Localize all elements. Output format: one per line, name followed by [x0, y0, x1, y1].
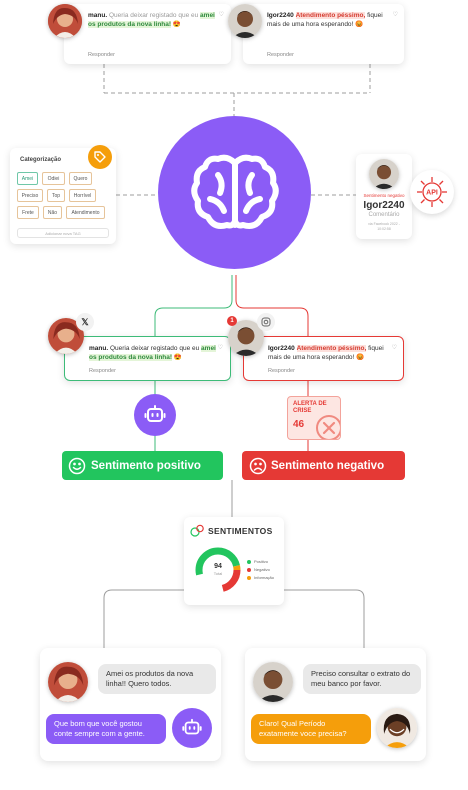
positive-sentiment-pill: Sentimento positivo [62, 451, 223, 480]
brain-icon [190, 154, 279, 229]
incoming-message-bubble: Preciso consultar o extrato do meu banco… [303, 664, 421, 694]
sentiments-donut [195, 547, 241, 593]
add-tag-input[interactable]: Adicionar nova TAG [17, 228, 109, 238]
legend-item: Positivo [247, 559, 268, 564]
tag-chip[interactable]: Quero [69, 172, 92, 185]
outgoing-message-bubble: Claro! Qual Período exatamente voce prec… [251, 714, 371, 744]
sentiment-chat-icon [190, 524, 204, 537]
mid-right-comment-card: Igor2240 Atendimento péssimo, fiquei mai… [243, 336, 404, 381]
instagram-icon [257, 313, 275, 331]
sentiments-total-label: Total [213, 571, 223, 576]
tag-chip[interactable]: Frete [17, 206, 39, 219]
heart-icon[interactable]: ♡ [217, 345, 223, 351]
profile-name: Igor2240 [363, 200, 405, 211]
tag-chip[interactable]: Não [43, 206, 62, 219]
reply-link[interactable]: Responder [268, 368, 295, 374]
right-chat-card: Preciso consultar o extrato do meu banco… [245, 648, 426, 761]
x-twitter-icon: 𝕏 [76, 313, 94, 331]
comment-text: Igor2240 Atendimento péssimo, fiquei mai… [268, 345, 384, 361]
top-right-comment-card: Igor2240 Atendimento péssimo, fiquei mai… [243, 4, 404, 64]
profile-meta: via Facebook 2022 - 10:02:58 [368, 222, 400, 231]
profile-role: Comentário [368, 212, 400, 218]
avatar-manu [48, 4, 82, 38]
comment-text: manu. Queria deixar registado que eu ame… [88, 12, 215, 28]
crisis-label: ALERTA DE CRISE [293, 401, 327, 414]
tag-chip[interactable]: Preciso [17, 189, 43, 202]
reply-link[interactable]: Responder [89, 368, 116, 374]
tag-chip[interactable]: Odiei [42, 172, 65, 185]
agent-avatar [377, 708, 417, 748]
robot-icon [144, 405, 166, 422]
comment-text: manu. Queria deixar registado que eu ame… [89, 345, 216, 361]
notification-badge: 1 [227, 316, 237, 326]
ai-brain-node [158, 116, 311, 269]
crisis-x-icon [316, 415, 340, 439]
heart-icon[interactable]: ♡ [391, 345, 397, 351]
reply-link[interactable]: Responder [88, 52, 115, 58]
sentiments-title: SENTIMENTOS [208, 526, 273, 536]
top-left-comment-card: manu. Queria deixar registado que eu ame… [64, 4, 231, 64]
profile-sentiment-label: Sentimento negativo [363, 193, 405, 198]
legend-item: Negativo [247, 567, 270, 572]
comment-text: Igor2240 Atendimento péssimo, fiquei mai… [267, 12, 383, 28]
tag-chip[interactable]: Top [47, 189, 65, 202]
sentiments-card: SENTIMENTOS 94 Total Positivo Negativo I… [184, 517, 284, 605]
categorization-card: Categorização Amei Odiei Quero Preciso T… [10, 148, 116, 244]
bot-avatar [172, 708, 212, 748]
avatar-igor [369, 159, 399, 189]
negative-sentiment-label: Sentimento negativo [271, 459, 385, 472]
incoming-message-bubble: Amei os produtos da nova linha!! Quero t… [98, 664, 216, 694]
sentiments-total: 94 [214, 563, 222, 570]
tag-chip[interactable]: Amei [17, 172, 38, 185]
crisis-alert-card: ALERTA DE CRISE 46 [287, 396, 341, 440]
robot-icon [182, 718, 202, 735]
legend-item: Informação [247, 575, 274, 580]
tag-icon [88, 145, 112, 169]
sad-face-icon [249, 457, 267, 474]
crisis-count: 46 [293, 419, 305, 430]
heart-icon[interactable]: ♡ [392, 12, 398, 18]
api-icon: API [410, 170, 454, 214]
outgoing-message-bubble: Que bom que você gostou conte sempre com… [46, 714, 166, 744]
reply-link[interactable]: Responder [267, 52, 294, 58]
categorization-title: Categorização [20, 157, 62, 163]
left-chat-card: Amei os produtos da nova linha!! Quero t… [40, 648, 221, 761]
tag-chip[interactable]: Atendimento [66, 206, 105, 219]
positive-sentiment-label: Sentimento positivo [91, 459, 201, 472]
tag-chip[interactable]: Horrível [69, 189, 96, 202]
avatar-igor [253, 662, 293, 702]
mid-left-comment-card: manu. Queria deixar registado que eu ame… [64, 336, 231, 381]
negative-sentiment-pill: Sentimento negativo [242, 451, 405, 480]
avatar-manu [48, 662, 88, 702]
profile-card: Sentimento negativo Igor2240 Comentário … [356, 154, 412, 239]
heart-icon[interactable]: ♡ [218, 12, 224, 18]
avatar-igor [228, 4, 262, 38]
bot-node [134, 394, 176, 436]
api-label: API [426, 190, 438, 197]
smile-icon [68, 457, 86, 474]
